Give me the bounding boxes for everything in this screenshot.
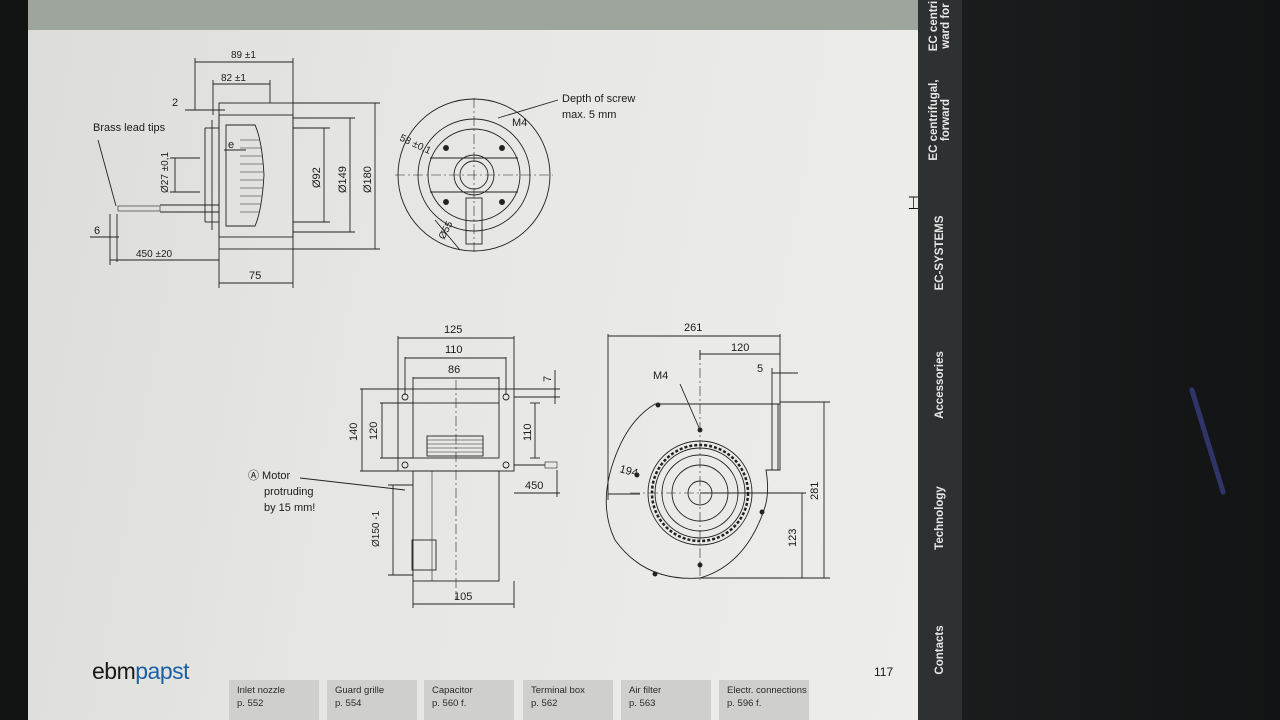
screw-depth-note-line1: Depth of screw xyxy=(562,93,636,105)
ref-title: Electr. connections xyxy=(727,685,807,696)
ref-page: p. 554 xyxy=(335,698,362,709)
ref-page: p. 563 xyxy=(629,698,656,709)
dim-110-vertical: 110 xyxy=(522,423,534,441)
sidebar-item-label: Contacts xyxy=(934,625,946,675)
side-view-bottom xyxy=(605,334,830,580)
ref-title: Air filter xyxy=(629,685,662,696)
dim-m4-bottom: M4 xyxy=(653,370,668,382)
sidebar-item-label: EC centrifugal, xyxy=(928,79,940,161)
dim-5: 5 xyxy=(757,363,763,375)
ref-title: Terminal box xyxy=(531,685,585,696)
dim-6: 6 xyxy=(94,225,100,237)
dim-m4-top: M4 xyxy=(512,117,527,129)
dim-58: 58 ±0,1 xyxy=(398,133,433,157)
dim-75: 75 xyxy=(249,270,261,282)
sidebar-item-label: ward for xyxy=(940,3,952,49)
ref-inlet-nozzle[interactable]: Inlet nozzle p. 552 xyxy=(229,680,319,720)
ref-page: p. 552 xyxy=(237,698,264,709)
logo-papst: papst xyxy=(135,658,190,684)
technical-drawing: 89 ±1 82 ±1 2 e Ø27 ±0,1 Ø92 Ø149 Ø180 6… xyxy=(90,50,830,608)
sidebar-item-label: EC centri xyxy=(928,0,940,52)
page-number: 117 xyxy=(874,665,894,679)
ref-page: p. 560 f. xyxy=(432,698,467,709)
sidebar-item-technology[interactable]: Technology xyxy=(934,486,946,550)
dim-d180: Ø180 xyxy=(362,166,374,193)
brass-lead-tips-label: Brass lead tips xyxy=(93,122,166,134)
dim-d92: Ø92 xyxy=(311,167,323,188)
side-view-top xyxy=(90,58,380,288)
catalog-page: 89 ±1 82 ±1 2 e Ø27 ±0,1 Ø92 Ø149 Ø180 6… xyxy=(28,0,918,720)
ref-title: Guard grille xyxy=(335,685,385,696)
sidebar-item-ec-systems[interactable]: EC-SYSTEMS xyxy=(934,216,946,291)
front-view-bottom xyxy=(299,336,560,608)
sidebar-item-ec-centrifugal-forward[interactable]: EC centrifugal,forward xyxy=(928,79,952,160)
screw-depth-note-line2: max. 5 mm xyxy=(562,109,617,121)
dim-inner-width: 82 ±1 xyxy=(221,73,246,84)
page-header-band xyxy=(28,0,918,30)
screen-bezel-right xyxy=(962,0,1280,720)
dim-120-horizontal: 120 xyxy=(731,342,749,354)
motor-note-line3: by 15 mm! xyxy=(264,502,316,514)
dim-261: 261 xyxy=(684,322,702,334)
dim-125: 125 xyxy=(444,324,462,336)
sidebar-item-label: Accessories xyxy=(934,351,946,419)
front-view-top xyxy=(395,98,559,252)
dim-120: 120 xyxy=(368,422,380,440)
dim-overall-width: 89 ±1 xyxy=(231,50,256,61)
dim-2: 2 xyxy=(172,97,178,109)
ref-guard-grille[interactable]: Guard grille p. 554 xyxy=(327,680,417,720)
sidebar-item-accessories[interactable]: Accessories xyxy=(934,351,946,419)
dim-86: 86 xyxy=(448,364,460,376)
ref-capacitor[interactable]: Capacitor p. 560 f. xyxy=(424,680,514,720)
motor-note-line2: protruding xyxy=(264,486,314,498)
dim-e: e xyxy=(228,139,234,151)
text-cursor-icon: ⌶ xyxy=(908,193,919,214)
ref-title: Capacitor xyxy=(432,685,473,696)
dim-d55: Ø55 xyxy=(437,219,456,241)
ref-air-filter[interactable]: Air filter p. 563 xyxy=(621,680,711,720)
dim-450-bottom: 450 xyxy=(525,480,543,492)
sidebar-item-label: EC-SYSTEMS xyxy=(934,215,946,291)
dim-d149: Ø149 xyxy=(337,166,349,193)
sidebar-item-label: Technology xyxy=(934,486,946,550)
ref-electr-connections[interactable]: Electr. connections p. 596 f. xyxy=(719,680,809,720)
dim-110: 110 xyxy=(445,344,463,356)
sidebar-item-contacts[interactable]: Contacts xyxy=(934,625,946,674)
dim-d27: Ø27 ±0,1 xyxy=(160,151,171,193)
dim-281: 281 xyxy=(809,482,821,500)
ref-page: p. 562 xyxy=(531,698,558,709)
motor-note-line1: Ⓐ Motor xyxy=(248,470,291,482)
dim-123: 123 xyxy=(787,529,799,547)
dim-cable-length: 450 ±20 xyxy=(136,249,173,260)
ref-page: p. 596 f. xyxy=(727,698,762,709)
logo-ebm: ebm xyxy=(92,658,136,684)
ref-title: Inlet nozzle xyxy=(237,685,286,696)
ebmpapst-logo: ebmpapst xyxy=(92,658,190,685)
dim-105: 105 xyxy=(454,591,472,603)
sidebar-item-label: forward xyxy=(940,98,952,142)
screen-bezel-left xyxy=(0,0,28,720)
dim-d150: Ø150 -1 xyxy=(371,510,382,547)
dim-140: 140 xyxy=(348,423,360,441)
ref-terminal-box[interactable]: Terminal box p. 562 xyxy=(523,680,613,720)
dim-194: 194 xyxy=(618,463,639,479)
dim-7: 7 xyxy=(542,376,554,382)
